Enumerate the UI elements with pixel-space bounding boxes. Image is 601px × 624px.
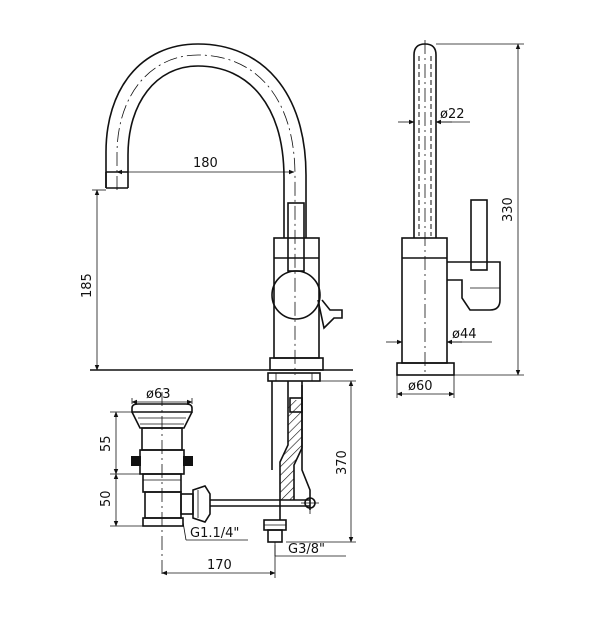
- handle-hub: [271, 270, 321, 320]
- pop-up-drain: ø63 55 50 G1.1/4" 170: [99, 387, 276, 578]
- nut-tab-right: [183, 456, 193, 466]
- dim-drain-upper-height: 55: [99, 435, 114, 452]
- faucet-base: [269, 357, 324, 371]
- dim-drain-diameter: ø63: [146, 387, 171, 402]
- dim-hose-length: 370: [335, 450, 350, 475]
- supply-fitting: [267, 529, 283, 543]
- leader-drain-thread: [182, 521, 187, 541]
- dim-drain-offset: 170: [207, 558, 232, 573]
- pivot-nut: [192, 485, 211, 523]
- dim-drain-lower-height: 50: [99, 490, 114, 507]
- drain-tailpiece-thread: [142, 517, 184, 527]
- faucet-body: [273, 237, 320, 359]
- dim-body-diameter: ø44: [452, 327, 477, 342]
- dim-total-height: 330: [501, 197, 516, 222]
- side-body: [401, 237, 448, 364]
- label-supply-thread: G3/8": [288, 542, 325, 557]
- drain-tailpiece: [144, 491, 182, 519]
- dim-tube-diameter: ø22: [440, 107, 465, 122]
- hose-hatch: [280, 400, 302, 500]
- hose-second: [301, 385, 311, 510]
- side-base: [396, 362, 455, 376]
- side-view-faucet: ø22 ø44 ø60 330: [386, 40, 524, 398]
- nut-tab-left: [131, 456, 141, 466]
- mounting-plate: [267, 372, 321, 382]
- spout-inner-curve: [127, 65, 285, 238]
- hose-clip: [289, 397, 303, 413]
- dim-base-diameter: ø60: [408, 379, 433, 394]
- handle-stem: [287, 202, 305, 272]
- side-handle-hub: [447, 261, 501, 311]
- handle-lever: [317, 299, 343, 330]
- dim-spout-height: 185: [80, 273, 95, 298]
- label-drain-thread: G1.1/4": [190, 526, 239, 541]
- supply-hoses: 370 G3/8": [210, 380, 356, 557]
- dim-spout-reach: 180: [193, 156, 218, 171]
- spout-outer-curve: [105, 43, 307, 238]
- side-handle-stem: [470, 199, 488, 271]
- pivot-housing: [180, 493, 194, 515]
- spout-center-line: [116, 54, 296, 375]
- front-view-faucet: 180 185: [80, 43, 353, 382]
